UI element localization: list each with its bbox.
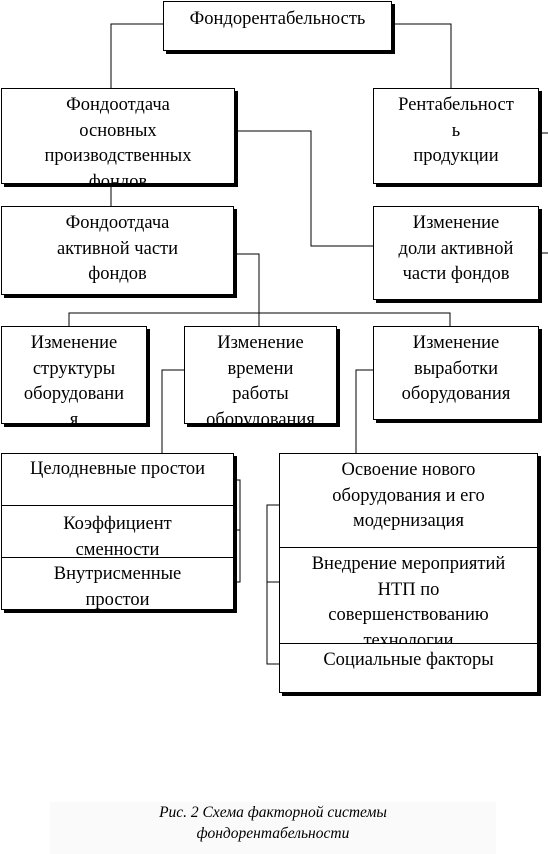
connector-top-left xyxy=(110,23,163,88)
figure-caption: Рис. 2 Схема факторной системы фондорент… xyxy=(50,802,496,854)
node-fondootdacha-osnovnykh-fondov: Фондоотдача основных производственных фо… xyxy=(1,88,235,184)
connector-vremya-left xyxy=(161,369,184,453)
connector-top-right xyxy=(391,23,452,88)
group-left-time-factors: Целодневные простои Коэффициент сменност… xyxy=(1,453,234,610)
connector-bus-horizontal xyxy=(68,312,451,326)
node-izmenenie-struktury: Изменение структуры оборудовани я xyxy=(1,326,147,424)
connector-fondootdacha-dolya xyxy=(234,130,373,247)
connector-akt-bus xyxy=(233,253,260,313)
node-fondorentabelnost: Фондорентабельность xyxy=(163,1,392,51)
node-osvoenie-novogo-oborudovaniya: Освоение нового оборудования и его модер… xyxy=(280,454,537,548)
node-tselodnevnye-prostoi: Целодневные простои xyxy=(2,454,233,506)
group-right-output-factors: Освоение нового оборудования и его модер… xyxy=(279,453,538,693)
node-koeffitsient-smennosti: Коэффициент сменности xyxy=(2,506,233,558)
node-vnutrismennye-prostoi: Внутрисменные простои xyxy=(2,558,233,609)
node-izmenenie-vremeni-raboty: Изменение времени работы оборудования xyxy=(184,326,337,424)
connector-vyrabotka-right xyxy=(355,369,373,453)
node-fondootdacha-aktivnoy-chasti: Фондоотдача активной части фондов xyxy=(1,206,234,295)
node-izmenenie-doli-aktivnoy-chasti: Изменение доли активной части фондов xyxy=(373,206,539,300)
node-vnedrenie-meropriyatiy-ntp: Внедрение мероприятий НТП по совершенств… xyxy=(280,548,537,644)
bracket-right-group xyxy=(266,504,279,665)
node-sotsialnye-faktory: Социальные факторы xyxy=(280,644,537,692)
bracket-left-group xyxy=(234,479,241,583)
node-rentabelnost-produktsii: Рентабельност ь продукции xyxy=(373,88,539,184)
node-izmenenie-vyrabotki: Изменение выработки оборудования xyxy=(373,326,539,420)
